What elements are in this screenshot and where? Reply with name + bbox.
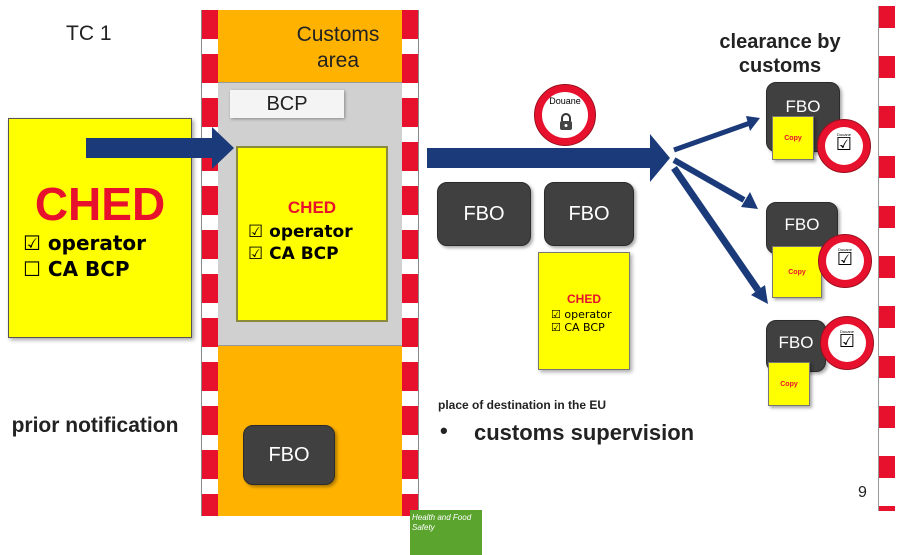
copy-document-2: Copy bbox=[772, 246, 822, 298]
douane-small-label-2: Douane bbox=[837, 247, 852, 252]
customs-check-sign-2: Douane ☑ bbox=[818, 234, 872, 288]
ched-document-destination: CHED ☑ operator ☑ CA BCP bbox=[538, 252, 630, 370]
ched-operator-line: ☑ operator bbox=[23, 231, 147, 255]
douane-stop-sign: Douane bbox=[534, 84, 596, 146]
arrow-to-fbo-top bbox=[673, 116, 760, 153]
ched-bcp-ca-line: ☑ CA BCP bbox=[248, 244, 339, 264]
arrow-to-destination bbox=[427, 134, 670, 182]
customs-check-sign-1: Douane ☑ bbox=[817, 119, 871, 173]
fbo-box-destination-1: FBO bbox=[437, 182, 531, 246]
tc-label: TC 1 bbox=[66, 22, 112, 45]
ched-document-bcp: CHED ☑ operator ☑ CA BCP bbox=[236, 146, 388, 322]
customs-check-sign-3: Douane ☑ bbox=[820, 316, 874, 370]
checkbox-icon-1: ☑ bbox=[835, 134, 853, 155]
checkbox-icon-3: ☑ bbox=[838, 331, 856, 352]
ched-title: CHED bbox=[34, 178, 166, 230]
checkbox-icon-2: ☑ bbox=[836, 249, 854, 270]
footer-logo-text: Health and Food Safety bbox=[412, 513, 472, 532]
fbo-box-destination-2: FBO bbox=[544, 182, 634, 246]
place-destination-label: place of destination in the EU bbox=[438, 398, 607, 412]
fbo-box-customs: FBO bbox=[243, 425, 335, 485]
border-stripe-right bbox=[878, 6, 895, 511]
prior-notification-label: prior notification bbox=[11, 414, 179, 437]
ched-bcp-title: CHED bbox=[287, 198, 337, 217]
footer-logo: Health and Food Safety bbox=[410, 510, 482, 555]
arrow-into-bcp bbox=[86, 127, 234, 169]
copy-document-1: Copy bbox=[772, 116, 814, 160]
ched-small-title: CHED bbox=[566, 292, 601, 306]
arrow-to-fbo-bottom bbox=[671, 166, 768, 304]
page-number: 9 bbox=[858, 484, 867, 501]
douane-small-label-3: Douane bbox=[839, 329, 854, 334]
lock-icon bbox=[558, 113, 574, 131]
bcp-label: BCP bbox=[230, 90, 344, 118]
bullet: • bbox=[440, 418, 448, 443]
ched-small-ca-line: ☑ CA BCP bbox=[551, 321, 605, 334]
ched-small-operator-line: ☑ operator bbox=[551, 308, 612, 321]
ched-ca-bcp-line: ☐ CA BCP bbox=[23, 257, 130, 281]
douane-small-label-1: Douane bbox=[836, 132, 851, 137]
copy-document-3: Copy bbox=[768, 362, 810, 406]
ched-document-prior: CHED ☑ operator ☐ CA BCP bbox=[8, 118, 192, 338]
customs-area-label: Customs area bbox=[296, 23, 380, 72]
ched-bcp-operator-line: ☑ operator bbox=[248, 222, 353, 242]
clearance-title: clearance by customs bbox=[719, 31, 841, 77]
customs-supervision-label: customs supervision bbox=[474, 420, 695, 445]
arrow-to-fbo-middle bbox=[672, 157, 758, 209]
douane-label: Douane bbox=[549, 96, 581, 106]
